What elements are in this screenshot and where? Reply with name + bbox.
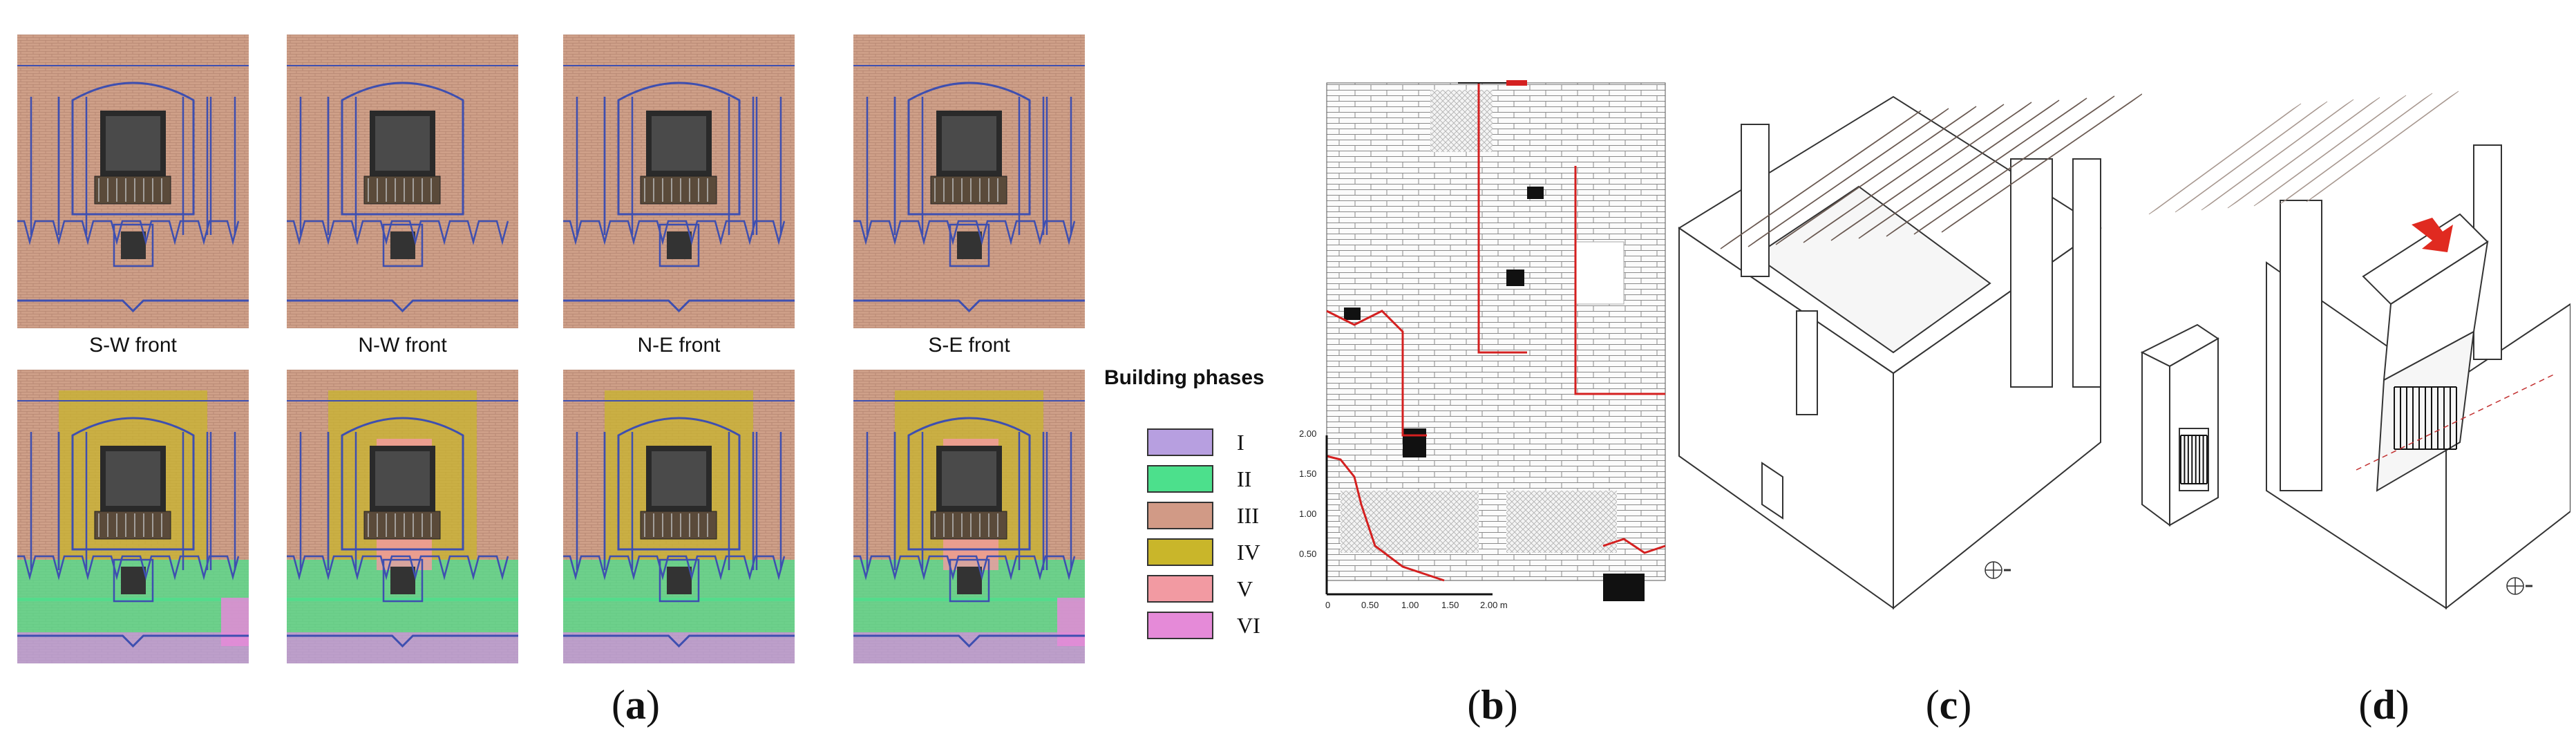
legend-label: VI — [1237, 613, 1260, 638]
scale-y-tick: 1.50 — [1299, 469, 1317, 479]
facade-se-phases — [853, 370, 1085, 663]
legend-swatch — [1147, 538, 1213, 566]
legend-label: V — [1237, 576, 1253, 601]
masonry-survey-drawing — [1325, 80, 1666, 601]
facade-drawing — [563, 35, 795, 328]
beam — [1803, 104, 2005, 243]
caption-paren: ) — [1504, 682, 1518, 728]
panel-d — [2128, 83, 2571, 629]
scale-x-tick: 0 — [1325, 600, 1331, 610]
facade-drawing — [287, 35, 518, 328]
caption-a: (a) — [587, 681, 684, 729]
front-label-se: S-E front — [928, 334, 1010, 357]
facade-drawing — [287, 370, 518, 663]
beam — [1858, 100, 2060, 239]
legend-label: III — [1237, 503, 1259, 528]
caption-d: (d) — [2336, 681, 2432, 729]
panel-c — [1672, 83, 2143, 629]
caption-letter: b — [1481, 682, 1504, 728]
scale-y-tick: 0.50 — [1299, 549, 1317, 559]
front-label-nw: N-W front — [358, 334, 447, 357]
caption-paren: ) — [2395, 682, 2409, 728]
front-label-sw: S-W front — [89, 334, 177, 357]
beam — [1720, 110, 1922, 249]
scale-y-tick: 1.00 — [1299, 509, 1317, 519]
scale-x-tick: 1.50 — [1441, 600, 1459, 610]
scale-x-tick: 0.50 — [1361, 600, 1379, 610]
window-grille — [2394, 386, 2457, 450]
legend-swatch — [1147, 502, 1213, 529]
facade-drawing — [853, 35, 1085, 328]
beam — [1775, 106, 1977, 245]
legend-swatch — [1147, 575, 1213, 603]
beam — [1830, 102, 2032, 241]
front-label-ne: N-E front — [637, 334, 721, 357]
legend-label: I — [1237, 430, 1244, 455]
facade-ne-top — [563, 35, 795, 328]
phase-boundary-line — [1574, 166, 1665, 395]
beam — [2280, 93, 2433, 205]
caption-paren: ) — [1958, 682, 1972, 728]
beam — [1913, 95, 2115, 235]
facade-ne-phases — [563, 370, 795, 663]
caption-letter: c — [1939, 682, 1958, 728]
beam — [2148, 103, 2302, 215]
phase-boundary-line — [1602, 538, 1666, 554]
legend-swatch — [1147, 465, 1213, 493]
facade-drawing — [17, 370, 249, 663]
legend-label: IV — [1237, 540, 1260, 565]
phase-boundary-line — [1326, 310, 1427, 437]
window-grille — [2180, 435, 2208, 484]
beam — [2227, 97, 2380, 209]
caption-paren: ( — [1925, 682, 1940, 728]
roof-beams — [2148, 91, 2459, 215]
caption-paren: ( — [1467, 682, 1481, 728]
legend-swatch — [1147, 612, 1213, 639]
axonometric-detail-drawing — [2140, 91, 2571, 610]
panel-a: S-W front N-W front N-E front S-E front … — [0, 0, 1313, 691]
scale-x-tick: 2.00 m — [1480, 600, 1508, 610]
beam — [2253, 95, 2407, 207]
caption-paren: ( — [2358, 682, 2373, 728]
beam — [1748, 108, 1949, 247]
legend-swatch — [1147, 428, 1213, 456]
beam — [1886, 97, 2087, 237]
displacement-arrow — [2412, 218, 2453, 252]
caption-b: (b) — [1444, 681, 1541, 729]
beam — [2175, 101, 2328, 213]
caption-c: (c) — [1900, 681, 1997, 729]
facade-se-top — [853, 35, 1085, 328]
beam — [2201, 99, 2354, 211]
legend-label: II — [1237, 466, 1252, 491]
panel-b: 2.00 1.50 1.00 0.50 0 0.50 1.00 1.50 2.0… — [1299, 62, 1686, 636]
caption-paren: ) — [646, 682, 660, 728]
caption-letter: d — [2372, 682, 2396, 728]
legend-title: Building phases — [1104, 366, 1265, 389]
scale-x-tick: 1.00 — [1401, 600, 1419, 610]
phase-boundary-line — [1477, 83, 1527, 354]
facade-drawing — [563, 370, 795, 663]
facade-drawing — [853, 370, 1085, 663]
phase-boundary-line — [1326, 455, 1445, 582]
roof-beams — [1720, 93, 2143, 249]
beam — [2306, 91, 2459, 202]
axonometric-structure-drawing — [1678, 93, 2143, 610]
facade-nw-phases — [287, 370, 518, 663]
caption-paren: ( — [612, 682, 625, 728]
facade-drawing — [17, 35, 249, 328]
facade-sw-phases — [17, 370, 249, 663]
caption-letter: a — [625, 682, 646, 728]
scale-y-tick: 2.00 — [1299, 428, 1317, 439]
facade-nw-top — [287, 35, 518, 328]
facade-sw-top — [17, 35, 249, 328]
